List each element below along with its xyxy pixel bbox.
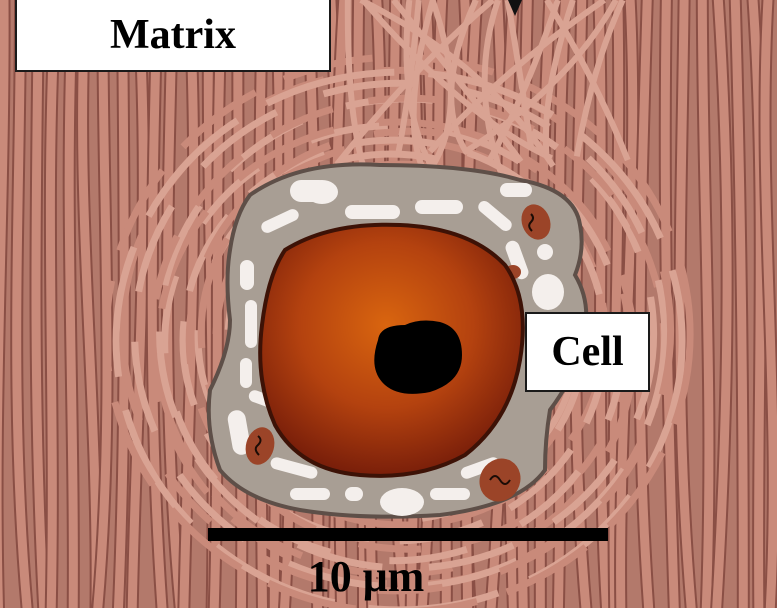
scale-bar-label: 10 μm bbox=[286, 548, 446, 604]
matrix-label: Matrix bbox=[15, 0, 331, 72]
cell-label: Cell bbox=[525, 312, 650, 392]
fiber bbox=[69, 0, 73, 608]
scale-bar bbox=[208, 528, 608, 541]
